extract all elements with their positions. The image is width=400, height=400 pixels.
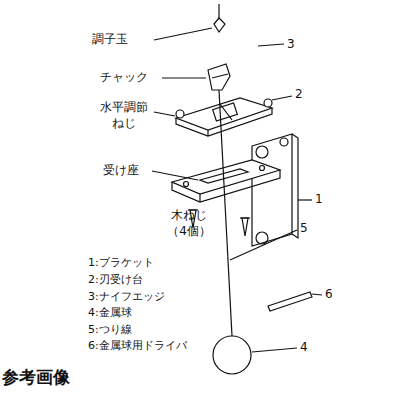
parts-list-item: 2:刃受け台: [88, 273, 143, 287]
part-name: 調子玉: [92, 32, 128, 48]
callout-number: 1: [315, 192, 323, 208]
parts-list-item: 1:ブラケット: [88, 256, 154, 270]
callout-number: 2: [295, 87, 303, 103]
callout-number: 3: [287, 37, 295, 53]
parts-list-item: 3:ナイフエッジ: [88, 290, 165, 304]
callout-number: 5: [300, 221, 308, 237]
parts-list-item: 4:金属球: [88, 306, 132, 320]
part-name: 受け座: [103, 163, 139, 179]
callout-number: 4: [300, 340, 308, 356]
part-name: 水平調節 ねじ: [95, 100, 153, 131]
parts-list-item: 6:金属球用ドライバ: [88, 339, 187, 353]
callout-number: 6: [325, 287, 333, 303]
part-name: チャック: [100, 70, 148, 86]
reference-note: 参考画像: [2, 366, 70, 388]
parts-list-item: 5:つり線: [88, 323, 132, 337]
part-name: 木ねじ （4個）: [163, 208, 215, 239]
